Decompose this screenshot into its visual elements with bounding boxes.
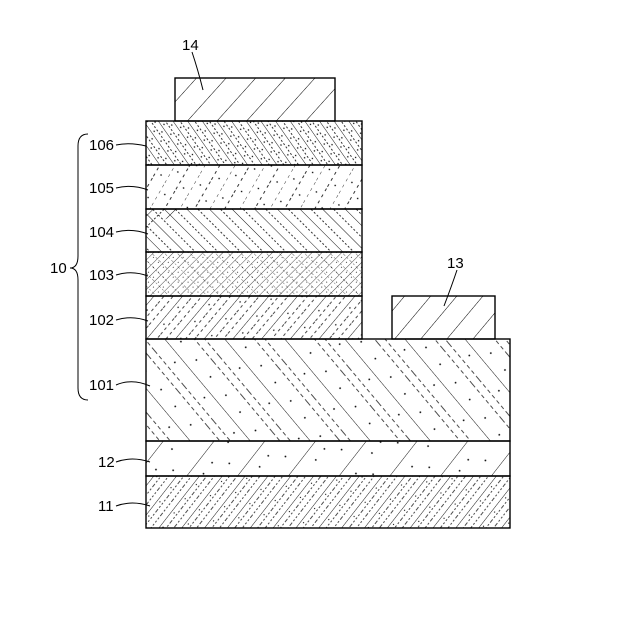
electrode-13: [392, 296, 495, 339]
label-14: 14: [182, 37, 199, 54]
leader-105: [116, 186, 148, 190]
leader-11: [116, 503, 150, 506]
label-11: 11: [98, 498, 114, 515]
label-10: 10: [50, 260, 67, 277]
label-105: 105: [89, 180, 114, 197]
label-101: 101: [89, 377, 114, 394]
layer-101: [146, 339, 510, 441]
label-103: 103: [89, 267, 114, 284]
layer-103: [146, 252, 362, 296]
leader-104: [116, 230, 148, 234]
electrode-14: [175, 78, 335, 121]
leader-103: [116, 273, 148, 276]
label-106: 106: [89, 137, 114, 154]
device-brace: [70, 134, 88, 400]
substrate-11: [146, 476, 510, 528]
layer-105: [146, 165, 362, 209]
layer-102: [146, 296, 362, 339]
label-13: 13: [447, 255, 464, 272]
leader-101: [116, 382, 150, 386]
label-102: 102: [89, 312, 114, 329]
layer-104: [146, 209, 362, 252]
label-12: 12: [98, 454, 115, 471]
leader-12: [116, 459, 150, 462]
layer-106: [146, 121, 362, 165]
layer-12: [146, 441, 510, 476]
leader-106: [116, 144, 146, 146]
label-104: 104: [89, 224, 114, 241]
leader-102: [116, 318, 148, 321]
